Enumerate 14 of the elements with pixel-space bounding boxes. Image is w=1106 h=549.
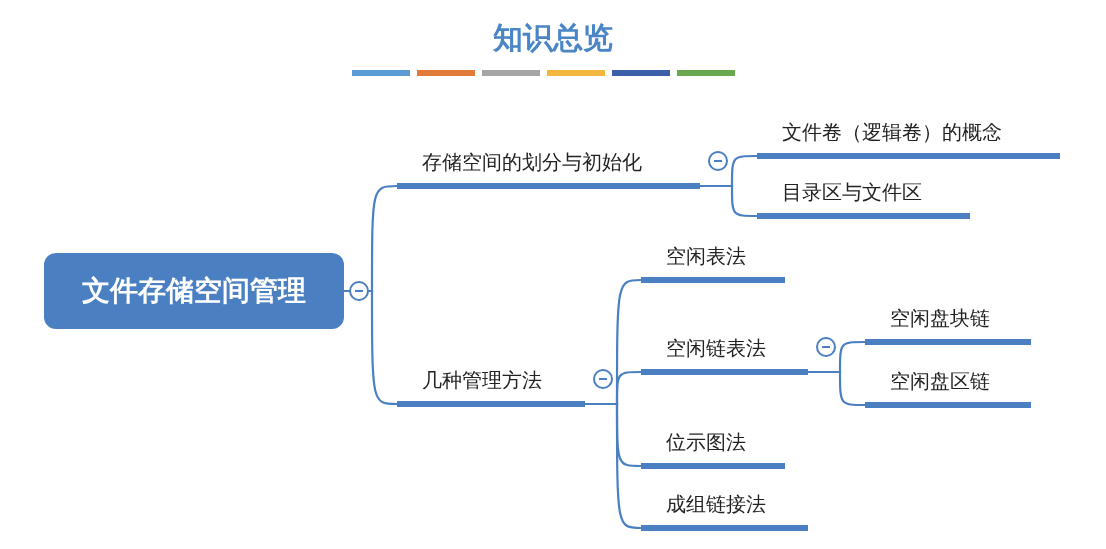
topic-label: 位示图法 xyxy=(641,428,785,469)
branch-line xyxy=(700,184,757,218)
branch-line xyxy=(808,370,865,407)
topic-label: 成组链接法 xyxy=(641,490,808,531)
topic-label: 文件卷（逻辑卷）的概念 xyxy=(757,118,1060,159)
topic-label: 空闲链表法 xyxy=(641,334,808,375)
topic-label: 空闲盘块链 xyxy=(865,304,1031,345)
root-box: 文件存储空间管理 xyxy=(44,253,344,329)
topic-label: 空闲表法 xyxy=(641,242,785,283)
title: 知识总览 xyxy=(492,19,614,57)
topic-label: 目录区与文件区 xyxy=(757,178,970,219)
topic-label: 空闲盘区链 xyxy=(865,367,1031,408)
topic-label: 几种管理方法 xyxy=(397,366,585,407)
topic-label: 存储空间的划分与初始化 xyxy=(397,148,700,189)
